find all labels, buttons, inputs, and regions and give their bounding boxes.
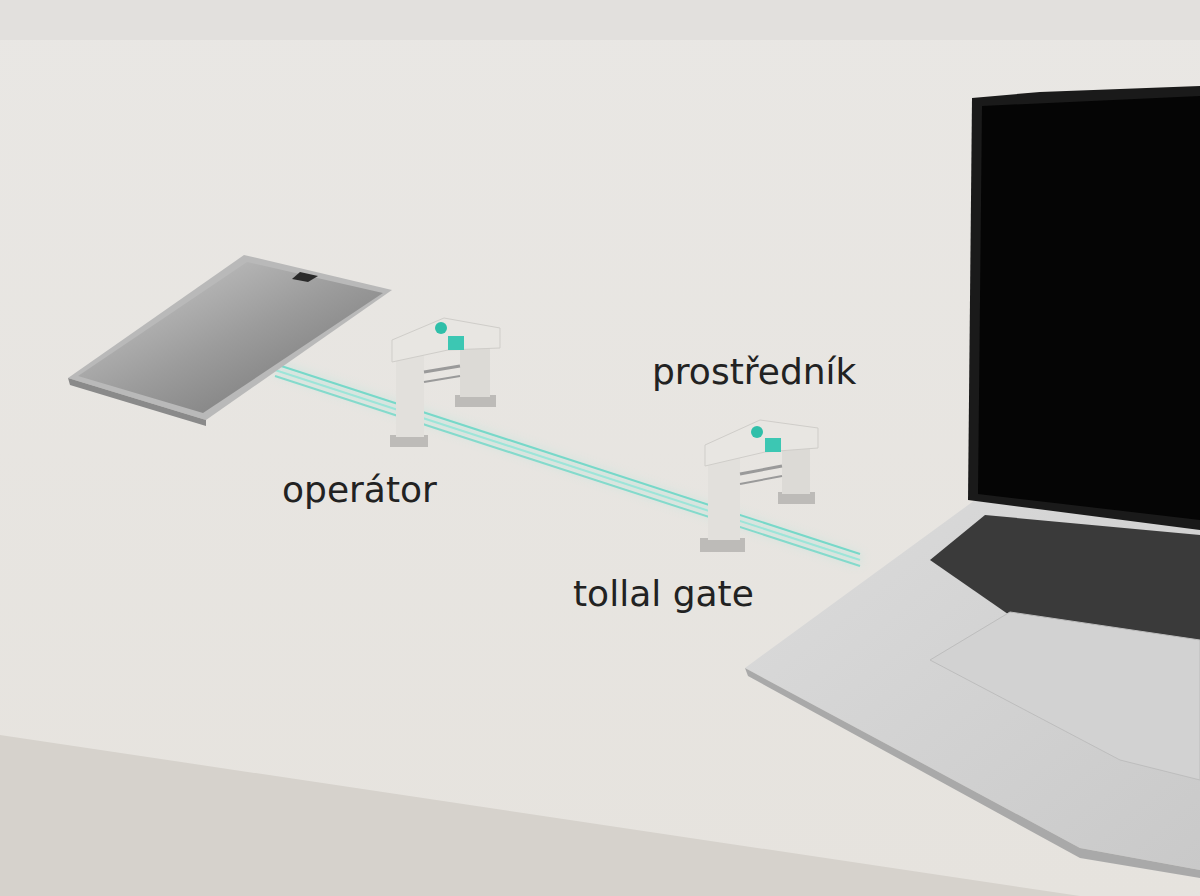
gate-bar bbox=[740, 476, 782, 484]
trackpad bbox=[930, 612, 1200, 780]
wall bbox=[0, 0, 1200, 40]
gate-icon bbox=[751, 426, 763, 438]
beam-line bbox=[275, 376, 860, 566]
gate-pillar bbox=[396, 355, 424, 437]
phone-screen bbox=[78, 262, 383, 413]
gate bbox=[700, 420, 818, 552]
gate-bar bbox=[740, 466, 782, 474]
gate-panel bbox=[448, 336, 464, 350]
laptop bbox=[745, 86, 1200, 878]
gate-panel bbox=[765, 438, 781, 452]
gate-top bbox=[392, 318, 500, 362]
laptop-base bbox=[745, 500, 1200, 870]
gate-label: tollal gate bbox=[573, 574, 754, 614]
gate-bar bbox=[424, 376, 460, 382]
phone-notch bbox=[292, 272, 318, 282]
smartphone bbox=[68, 255, 392, 426]
gate-pillar bbox=[708, 458, 740, 540]
beam-line bbox=[275, 364, 860, 554]
gate-pillar bbox=[460, 345, 490, 397]
light-beam bbox=[275, 364, 860, 566]
beam-line bbox=[275, 370, 860, 560]
gate-top bbox=[705, 420, 818, 466]
laptop-screen bbox=[978, 96, 1200, 520]
gate-icon bbox=[435, 322, 447, 334]
beam-glow bbox=[275, 368, 860, 560]
gate-foot bbox=[700, 538, 745, 552]
laptop-lid bbox=[968, 86, 1200, 530]
gate bbox=[390, 318, 500, 447]
gate-bar bbox=[424, 366, 460, 372]
gate-label: prostředník bbox=[652, 352, 856, 392]
gate-label: operátor bbox=[282, 470, 437, 510]
